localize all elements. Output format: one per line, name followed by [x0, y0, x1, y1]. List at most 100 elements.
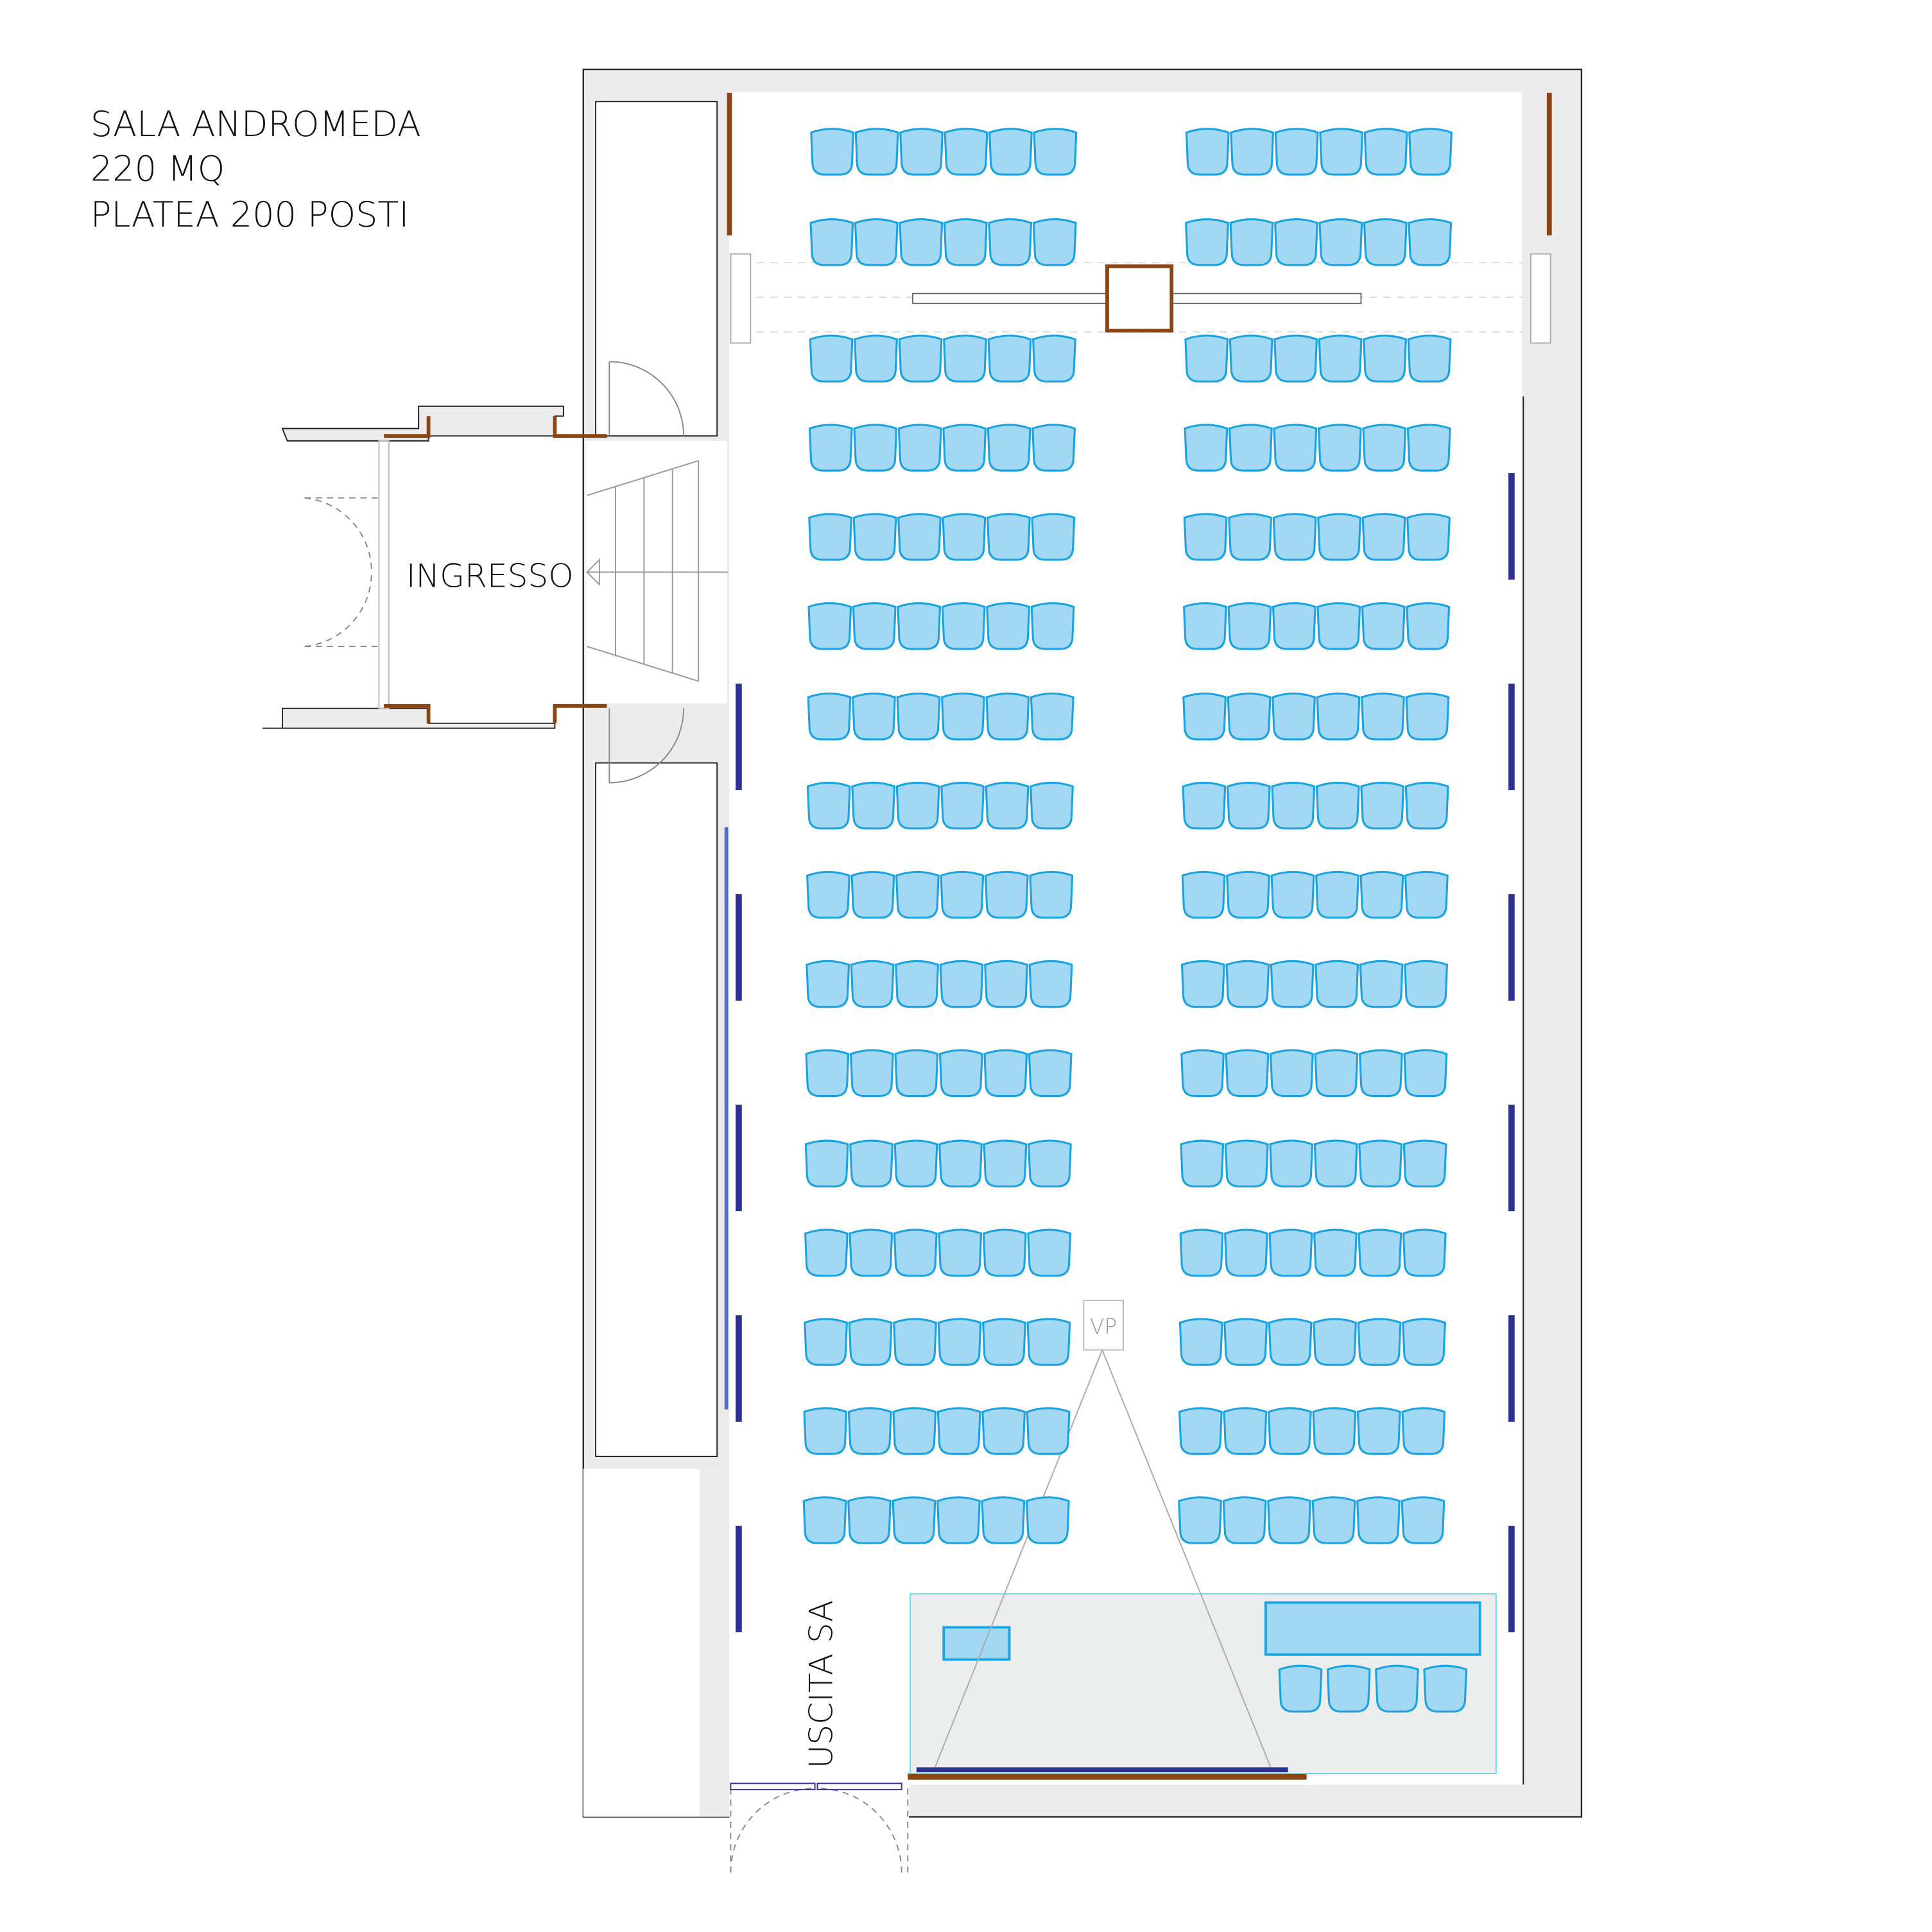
- seat-right: [1406, 513, 1451, 561]
- seat-left: [806, 960, 850, 1008]
- seat-right: [1184, 424, 1229, 472]
- seat-left: [1030, 781, 1074, 830]
- seat-left: [893, 1318, 937, 1366]
- seat-right: [1273, 334, 1318, 383]
- seat-right: [1358, 1049, 1403, 1098]
- seat-right: [1274, 128, 1319, 176]
- seat-right: [1311, 1496, 1356, 1544]
- seat-right: [1401, 1407, 1446, 1455]
- seat-right: [1406, 424, 1451, 472]
- seat-right: [1356, 1496, 1401, 1544]
- seat-right: [1183, 513, 1228, 561]
- seat-right: [1228, 513, 1273, 561]
- seat-right: [1361, 602, 1406, 650]
- seat-right: [1314, 1049, 1359, 1098]
- seat-right: [1315, 781, 1360, 830]
- seat-right: [1178, 1318, 1223, 1366]
- seat-left: [853, 424, 898, 472]
- seat-left: [852, 602, 897, 650]
- projector: VP: [934, 1299, 1272, 1768]
- seat-left: [987, 424, 1031, 472]
- seat-left: [804, 1318, 848, 1366]
- seat-left: [943, 218, 988, 266]
- seat-left: [809, 334, 854, 383]
- seat-left: [892, 1496, 936, 1544]
- seat-left: [1033, 128, 1078, 176]
- seat-left: [940, 693, 985, 741]
- seat-left: [804, 1229, 849, 1277]
- doors: [608, 361, 909, 1873]
- seat-right: [1316, 602, 1361, 650]
- windows: [724, 473, 1515, 1633]
- seat-left: [944, 128, 988, 176]
- seat-left: [939, 960, 984, 1008]
- seat-left: [936, 1407, 981, 1455]
- seat-left: [807, 693, 852, 741]
- seat-left: [1029, 870, 1074, 919]
- seat-right: [1229, 334, 1273, 383]
- seat-right: [1272, 602, 1316, 650]
- seat-left: [806, 781, 851, 830]
- entrance-vestibule: INGRESSO: [263, 405, 607, 729]
- seat-right: [1182, 602, 1227, 650]
- seat-left: [895, 960, 939, 1008]
- seat-left: [851, 781, 896, 830]
- seat-right: [1272, 513, 1317, 561]
- seat-left: [895, 781, 940, 830]
- seat-left: [897, 602, 942, 650]
- seat-right: [1227, 693, 1272, 741]
- seat-right: [1230, 128, 1275, 176]
- seat-right: [1184, 334, 1229, 383]
- stage-table: [1264, 1601, 1481, 1656]
- seat-left: [982, 1229, 1027, 1277]
- stage-chair: [1423, 1664, 1468, 1713]
- seat-right: [1225, 960, 1270, 1008]
- seat-left: [940, 870, 985, 919]
- seat-right: [1270, 870, 1315, 919]
- seat-right: [1313, 1318, 1357, 1366]
- seat-left: [983, 1139, 1028, 1187]
- seat-right: [1402, 1229, 1447, 1277]
- seat-right: [1406, 602, 1451, 650]
- exit-label: USCITA SA: [802, 1600, 840, 1768]
- seat-left: [985, 693, 1030, 741]
- seat-left: [810, 128, 855, 176]
- seat-left: [937, 1318, 982, 1366]
- seat-left: [892, 1407, 937, 1455]
- seat-left: [1026, 1318, 1071, 1366]
- seat-right: [1268, 1229, 1313, 1277]
- seat-left: [852, 513, 897, 561]
- seat-left: [1028, 1049, 1073, 1098]
- seat-right: [1312, 1407, 1357, 1455]
- seat-left: [1025, 1496, 1070, 1544]
- seat-left: [938, 1049, 983, 1098]
- seat-left: [936, 1496, 981, 1544]
- seat-right: [1185, 128, 1230, 176]
- seat-left: [1031, 334, 1076, 383]
- seat-right: [1226, 781, 1271, 830]
- seat-left: [1032, 218, 1077, 266]
- seat-left: [848, 1318, 893, 1366]
- seat-left: [1028, 960, 1073, 1008]
- seat-right: [1185, 218, 1229, 266]
- seat-right: [1402, 1139, 1447, 1187]
- seat-left: [1030, 693, 1074, 741]
- seat-left: [809, 218, 854, 266]
- seat-left: [942, 513, 987, 561]
- seat-left: [938, 1229, 983, 1277]
- seat-left: [803, 1407, 848, 1455]
- seat-right: [1178, 1496, 1223, 1544]
- seat-left: [941, 602, 986, 650]
- seat-left: [988, 218, 1033, 266]
- seat-left: [808, 424, 853, 472]
- seat-left: [850, 870, 895, 919]
- seat-left: [897, 424, 942, 472]
- seating-area: [802, 128, 1468, 1713]
- seat-right: [1182, 693, 1227, 741]
- seat-right: [1226, 870, 1270, 919]
- seat-left: [988, 128, 1033, 176]
- stage-chair: [1326, 1664, 1371, 1713]
- seat-right: [1315, 960, 1359, 1008]
- seat-left: [893, 1139, 938, 1187]
- seat-right: [1272, 693, 1316, 741]
